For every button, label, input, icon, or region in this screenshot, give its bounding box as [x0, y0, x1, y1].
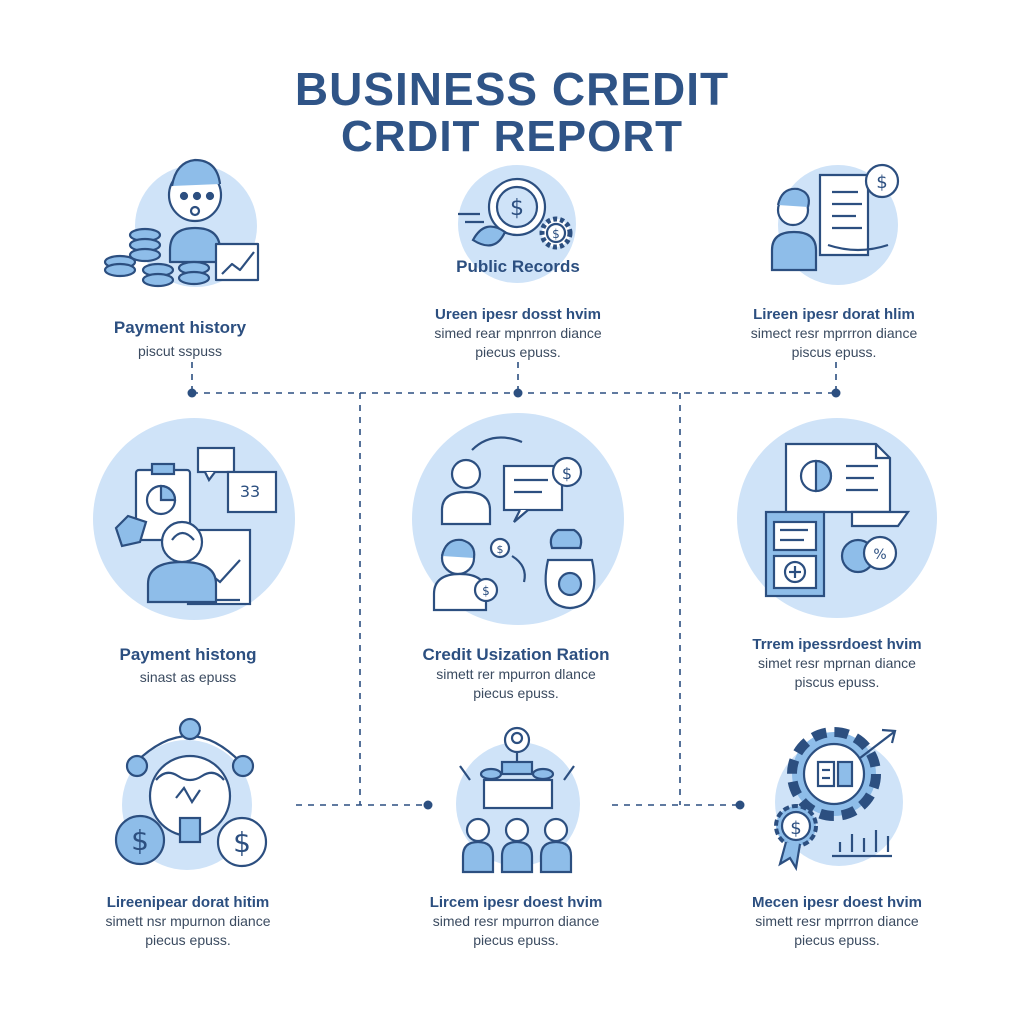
node-2-label: Public Records [456, 257, 580, 276]
title-line-2: CRDIT REPORT [341, 112, 683, 161]
node-6-desc: Trrem ipessrdoest hvim simet resr mprnan… [752, 636, 922, 690]
svg-text:$: $ [497, 543, 504, 556]
svg-text:$: $ [562, 464, 572, 483]
svg-text:$: $ [876, 172, 887, 193]
svg-text:$: $ [233, 826, 251, 859]
svg-text:%: % [873, 547, 886, 563]
node-4-label: Payment histong [119, 645, 257, 664]
node-1-desc: piscut sspuss [137, 343, 223, 359]
node-5-label: Credit Usization Ration [422, 645, 610, 664]
svg-text:33: 33 [240, 482, 260, 501]
svg-text:$: $ [131, 824, 149, 857]
node-7-desc: Lireenipear dorat hitim simett nsr mpurn… [105, 894, 271, 948]
svg-text:$: $ [482, 584, 490, 598]
svg-text:$: $ [552, 227, 560, 241]
node-2-desc: Ureen ipesr dosst hvim simed rear mpnrro… [434, 306, 602, 360]
title-line-1: BUSINESS CREDIT [294, 63, 730, 115]
svg-text:$: $ [790, 818, 801, 839]
node-3-desc: Lireen ipesr dorat hlim simect resr mprr… [750, 306, 918, 360]
svg-text:$: $ [510, 196, 524, 221]
node-9-desc: Mecen ipesr doest hvim simett resr mprrr… [751, 894, 923, 948]
node-8-desc: Lircem ipesr doest hvim simed resr mpurr… [429, 894, 603, 948]
node-5-desc: simett rer mpurron dlance piecus epuss. [436, 666, 596, 701]
node-4-desc: sinast as epuss [139, 669, 237, 685]
node-1-label: Payment history [113, 318, 247, 337]
